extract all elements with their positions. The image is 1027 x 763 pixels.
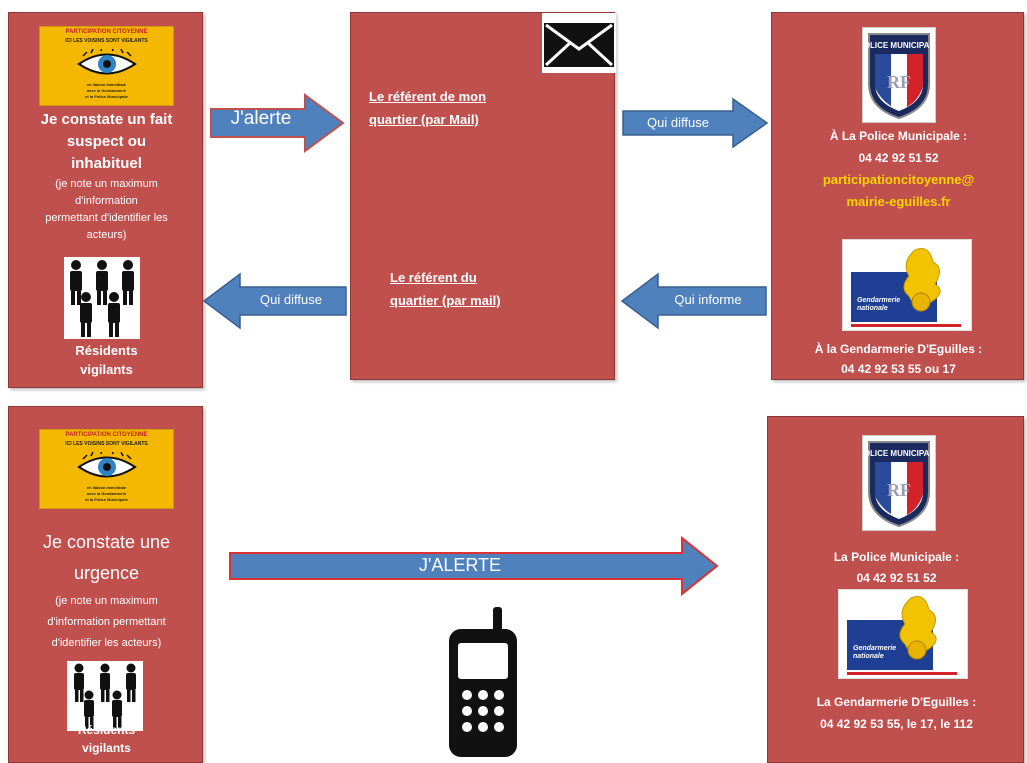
participation-citoyenne-badge-bottom: PARTICIPATION CITOYENNE ICI LES VOISINS … [39, 429, 174, 509]
svg-text:RF: RF [887, 480, 911, 500]
top-middle-mail-text: Le référent de mon quartier (par Mail) [369, 89, 487, 127]
top-right-police-text: À La Police Municipale : 04 42 92 51 52 [829, 129, 968, 165]
top-right-gendarmerie-text: À la Gendarmerie D'Eguilles : 04 42 92 5… [814, 342, 983, 376]
svg-text:Gendarmerie: Gendarmerie [853, 645, 896, 652]
top-middle-referent-text: Le référent du quartier (par mail) [390, 270, 501, 308]
police-badge-icon: POLICE MUNICIPALE RF [862, 27, 936, 123]
badge-subtitle: ICI LES VOISINS SONT VIGILANTS [65, 38, 148, 44]
svg-text:POLICE MUNICIPALE: POLICE MUNICIPALE [863, 41, 935, 50]
svg-text:nationale: nationale [857, 305, 888, 312]
qui-diffuse-left-arrow [202, 272, 348, 330]
badge-title-bottom: PARTICIPATION CITOYENNE [65, 432, 148, 438]
mobile-phone-icon [443, 607, 523, 759]
jalerte-arrow-label: J'ALERTE [418, 555, 502, 575]
qui-diffuse-right-arrow [621, 97, 769, 149]
qui-informe-arrow [620, 272, 768, 330]
envelope-icon [542, 13, 616, 73]
badge-footer-2: avec la Gendarmerie [86, 88, 127, 93]
top-right-email-text: participationcitoyenne@ mairie-eguilles.… [822, 172, 975, 209]
bottom-right-box: POLICE MUNICIPALE RF La Police Municipal… [767, 416, 1024, 763]
police-badge-icon: POLICE MUNICIPALE RF [862, 435, 936, 531]
top-left-note: (je note un maximum d'information permet… [45, 178, 168, 241]
svg-text:POLICE MUNICIPALE: POLICE MUNICIPALE [863, 449, 935, 458]
top-left-box: PARTICIPATION CITOYENNE ICI LES VOISINS … [8, 12, 203, 388]
bottom-right-gendarmerie-text: La Gendarmerie D'Eguilles : 04 42 92 53 … [816, 695, 977, 731]
badge-footer-2-bottom: avec la Gendarmerie [86, 491, 127, 496]
jalerte-arrow [228, 535, 720, 597]
bottom-left-box: PARTICIPATION CITOYENNE ICI LES VOISINS … [8, 406, 203, 763]
alerte-arrow-label: J'alerte [230, 108, 292, 129]
badge-title: PARTICIPATION CITOYENNE [65, 29, 148, 35]
bottom-left-residents: Résidents vigilants [77, 723, 136, 755]
people-icon [67, 661, 143, 731]
badge-footer-3-bottom: et la Police Municipale [85, 497, 128, 502]
bottom-right-police-text: La Police Municipale : 04 42 92 51 52 [833, 550, 960, 585]
badge-footer-1: en liaison immédiate [86, 82, 127, 87]
people-icon [64, 257, 140, 339]
bottom-left-note: (je note un maximum d'information permet… [47, 595, 166, 649]
bottom-left-heading: Je constate une urgence [42, 532, 171, 583]
svg-text:RF: RF [887, 72, 911, 92]
qui-informe-label: Qui informe [674, 292, 742, 307]
gendarmerie-logo-icon: Gendarmerie nationale [842, 239, 972, 331]
alerte-arrow [209, 93, 345, 153]
qui-diffuse-right-label: Qui diffuse [647, 115, 709, 130]
qui-diffuse-left-label: Qui diffuse [260, 292, 322, 307]
badge-footer-1-bottom: en liaison immédiate [86, 485, 127, 490]
top-right-box: POLICE MUNICIPALE RF À La Police Municip… [771, 12, 1024, 380]
top-middle-box: Le référent de mon quartier (par Mail) L… [350, 12, 616, 380]
svg-text:Gendarmerie: Gendarmerie [857, 297, 900, 304]
svg-text:nationale: nationale [853, 653, 884, 660]
eye-icon [77, 49, 137, 79]
gendarmerie-logo-icon: Gendarmerie nationale [838, 589, 968, 679]
top-left-heading: Je constate un fait suspect ou inhabitue… [40, 111, 173, 172]
badge-subtitle-bottom: ICI LES VOISINS SONT VIGILANTS [65, 441, 148, 447]
badge-footer-3: et la Police Municipale [85, 94, 128, 99]
top-left-residents: Résidents vigilants [75, 343, 138, 377]
eye-icon [77, 452, 137, 482]
participation-citoyenne-badge: PARTICIPATION CITOYENNE ICI LES VOISINS … [39, 26, 174, 106]
